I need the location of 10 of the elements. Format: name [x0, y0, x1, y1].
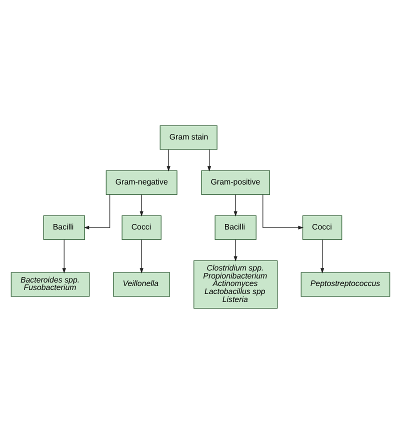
arrow — [166, 149, 170, 172]
arrow — [140, 194, 144, 216]
arrow — [84, 194, 110, 230]
arrow — [234, 194, 238, 216]
arrow — [140, 239, 144, 274]
arrow — [207, 149, 212, 172]
arrow — [320, 239, 324, 274]
arrow — [62, 239, 66, 274]
arrow — [234, 239, 238, 262]
arrow — [262, 194, 304, 230]
